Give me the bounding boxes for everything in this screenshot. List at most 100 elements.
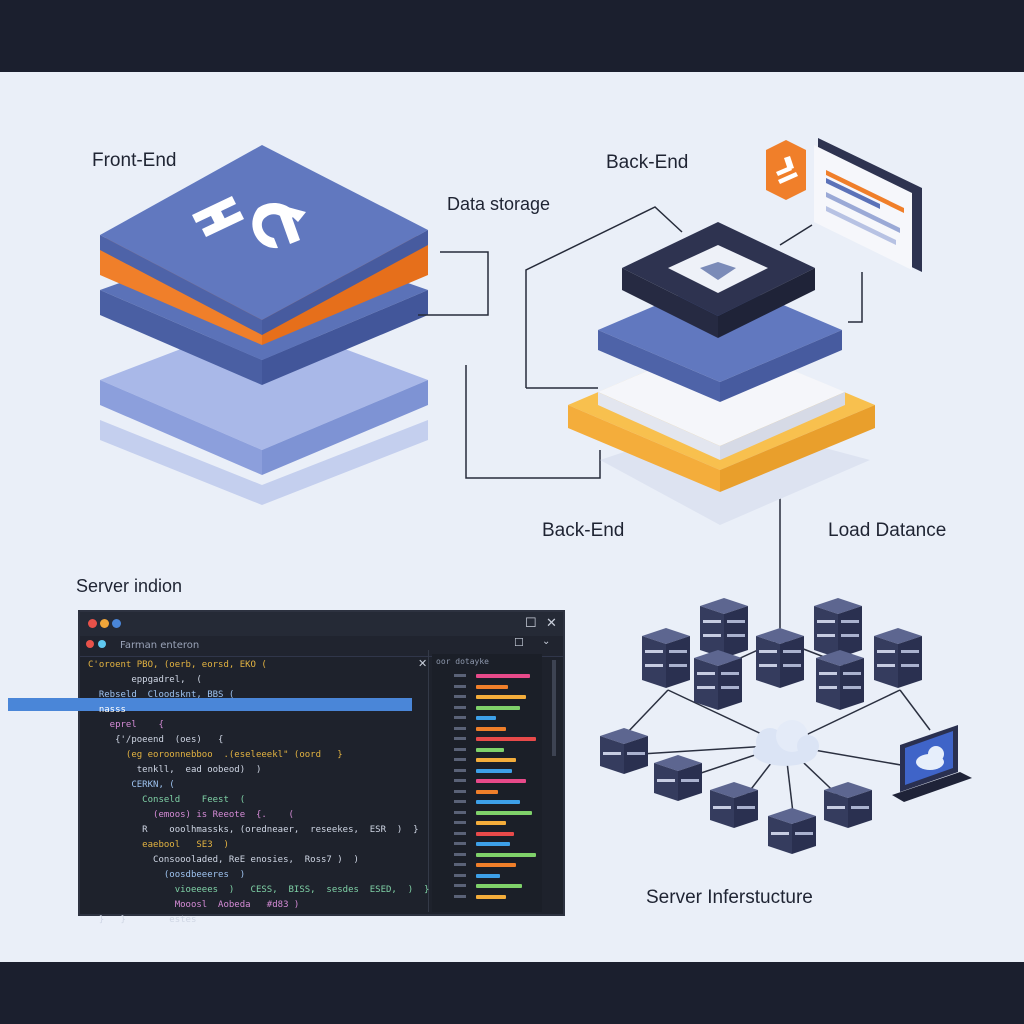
server-section-label: Server indion — [76, 576, 183, 596]
cloud-icon — [753, 720, 819, 766]
outline-marker — [454, 894, 466, 898]
outline-bar — [476, 852, 536, 857]
connector-backend-chip — [525, 206, 683, 388]
code-line: {'/poeend (oes) { — [88, 735, 224, 745]
outline-marker — [454, 810, 466, 814]
connector-frontend-backend — [465, 365, 601, 479]
code-line: eppgadrel, ( — [88, 675, 202, 685]
api-panel-line-4 — [826, 206, 896, 245]
back-end-yellow-right — [720, 405, 875, 492]
code-line: nasss — [88, 705, 126, 715]
outline-bar — [476, 684, 508, 689]
outline-marker — [454, 789, 466, 793]
outline-marker — [454, 800, 466, 803]
tab-dot-red-icon — [86, 640, 94, 648]
server-node — [824, 782, 872, 828]
outline-header: oor dotayke — [436, 657, 489, 666]
api-panel-line-2 — [826, 178, 880, 209]
code-line: Consoooladed, ReE enosies, Ross7 ) ) — [88, 855, 359, 865]
back-end-stack — [568, 222, 875, 525]
connector-badge — [779, 224, 813, 246]
back-end-white-right — [720, 392, 845, 460]
connector-frontend-storage — [418, 251, 489, 316]
outline-marker — [454, 831, 466, 835]
outline-bar — [476, 884, 522, 888]
window-close-icon[interactable]: ✕ — [546, 615, 557, 630]
back-end-chip-right — [718, 268, 815, 338]
outline-bar — [476, 789, 498, 794]
window-maximize-icon[interactable]: ☐ — [525, 615, 537, 630]
bottom-band — [0, 962, 1024, 1024]
server-rack — [816, 650, 864, 710]
code-area[interactable]: C'oroent PBO, (oerb, eorsd, EKO ( eppgad… — [88, 658, 429, 928]
chevron-down-icon[interactable]: ⌄ — [542, 636, 551, 647]
highlighted-code-line — [8, 698, 412, 711]
outline-marker — [454, 758, 466, 761]
panel-close-icon[interactable]: ✕ — [418, 658, 428, 670]
minimize-dot-icon[interactable] — [100, 619, 109, 628]
front-end-top-right — [262, 230, 428, 335]
front-end-layer-3-front-right — [262, 290, 428, 385]
editor-scrollbar[interactable] — [552, 660, 556, 756]
split-view-icon[interactable]: ☐ — [514, 637, 524, 649]
server-rack — [700, 598, 748, 658]
outline-marker — [454, 779, 466, 782]
outline-bar — [476, 779, 526, 783]
orange-hexagon-badge-icon — [766, 140, 806, 200]
outline-marker — [454, 768, 466, 772]
back-end-blue-left — [598, 330, 720, 402]
front-end-stack — [100, 145, 428, 505]
code-line: eaebool SE3 ) — [88, 840, 229, 850]
server-node — [710, 782, 758, 828]
back-end-white-left — [598, 392, 720, 460]
code-line: Rebseld Cloodsknt, BBS ( — [88, 690, 235, 700]
code-line: (eg eoroonnebboo .(eseleeekl" (oord } — [88, 750, 343, 760]
code-line: } } estes — [88, 915, 197, 925]
top-band — [0, 0, 1024, 72]
api-panel-line-3 — [826, 192, 900, 233]
front-end-base-slab-front2 — [262, 380, 428, 475]
outline-bar — [476, 873, 500, 878]
code-line: CERKN, ( — [88, 780, 175, 790]
code-line: Conseld Feest ( — [88, 795, 246, 805]
outline-marker — [454, 716, 466, 719]
editor-tab-title[interactable]: Farman enteron — [120, 640, 200, 651]
code-line: (oosdbeeeres ) — [88, 870, 246, 880]
outline-marker — [454, 747, 466, 751]
outline-bar — [476, 800, 520, 804]
code-line: R ooolhmassks, (oredneaer, reseekes, ESR… — [88, 825, 419, 835]
code-line: (emoos) is Reeote {. ( — [88, 810, 294, 820]
code-line: C'oroent PBO, (oerb, eorsd, EKO ( — [88, 660, 267, 670]
outline-bar — [476, 863, 516, 867]
server-rack — [642, 628, 690, 688]
close-dot-icon[interactable] — [88, 619, 97, 628]
front-end-base-slab-side — [100, 420, 428, 505]
front-end-layer-3-front-left — [100, 290, 262, 385]
server-node — [600, 728, 648, 774]
back-end-chip-left — [622, 268, 718, 338]
outline-bar — [476, 894, 506, 899]
front-end-top-left — [100, 235, 262, 335]
outline-bar — [476, 821, 506, 825]
connector-lines — [418, 206, 863, 640]
outline-bar — [476, 716, 496, 720]
outline-bar — [476, 705, 520, 710]
server-infrastructure-label: Server Inferstucture — [646, 887, 813, 908]
maximize-dot-icon[interactable] — [112, 619, 121, 628]
outline-marker — [454, 852, 466, 856]
connector-panel-down — [848, 272, 863, 323]
back-end-yellow-left — [568, 405, 720, 492]
back-end-top-label: Back-End — [606, 152, 689, 173]
server-rack — [814, 598, 862, 658]
back-end-blue-right — [720, 330, 842, 402]
upload-card-icon — [668, 245, 768, 293]
front-end-label: Front-End — [92, 150, 177, 171]
server-node — [768, 808, 816, 854]
outline-marker — [454, 684, 466, 688]
server-node — [654, 755, 702, 801]
outline-bar — [476, 810, 532, 815]
server-cluster — [600, 598, 922, 854]
outline-bar — [476, 758, 516, 762]
